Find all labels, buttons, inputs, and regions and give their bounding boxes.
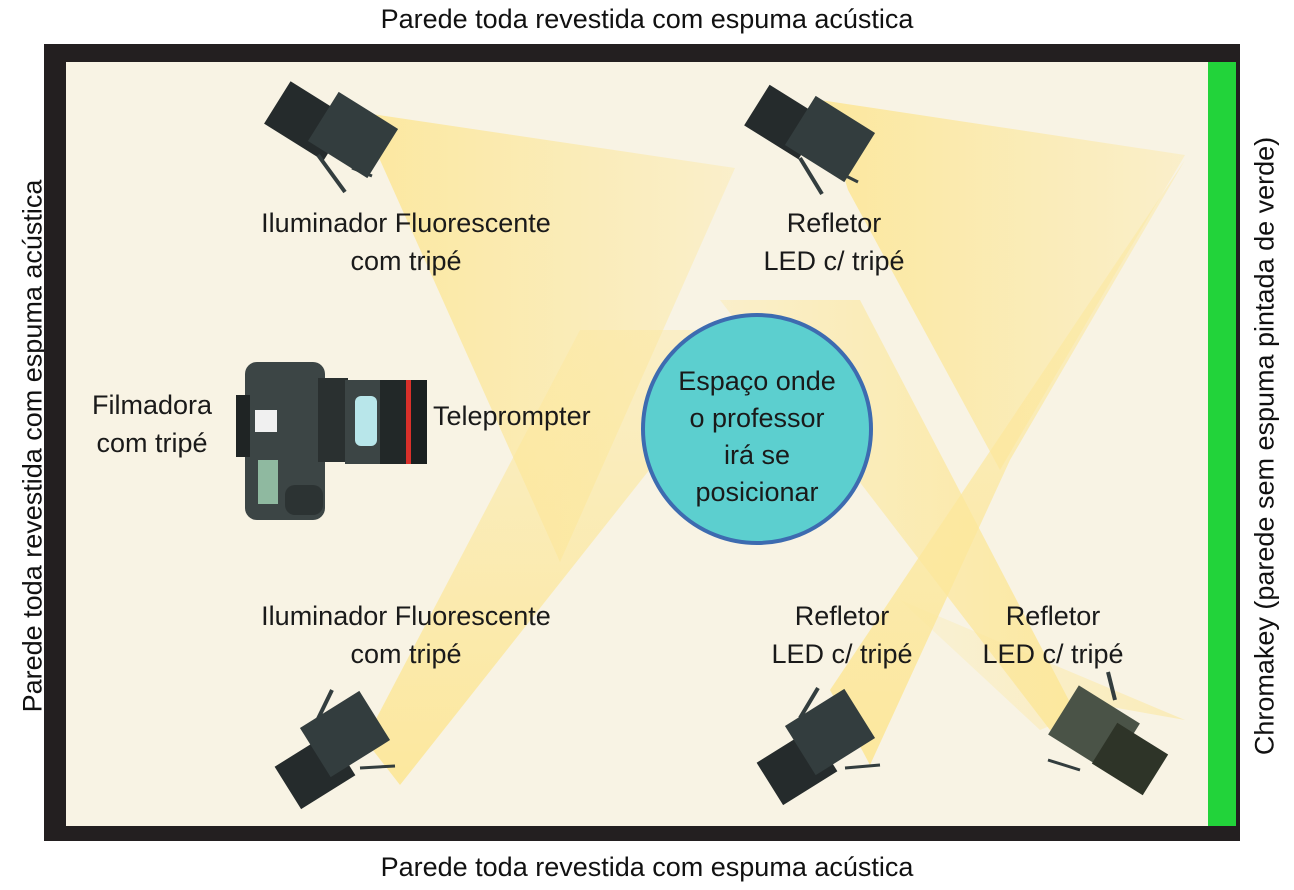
label-fluorescent-bottom-line2: com tripé (350, 639, 461, 669)
presenter-line2: o professor (689, 403, 824, 433)
label-led-bottom-center-line1: Refletor (795, 601, 890, 631)
label-camera-line1: Filmadora (92, 390, 213, 420)
led-light-bottom-right (1047, 671, 1169, 796)
label-fluorescent-bottom-line1: Iluminador Fluorescente (261, 601, 551, 631)
label-led-bottom-center-line2: LED c/ tripé (771, 639, 912, 669)
label-fluorescent-top-line2: com tripé (350, 246, 461, 276)
label-led-top-line2: LED c/ tripé (763, 246, 904, 276)
led-light-bottom-center (756, 686, 881, 806)
led-light-top (744, 84, 876, 196)
top-wall-label: Parede toda revestida com espuma acústic… (380, 4, 914, 34)
label-teleprompter: Teleprompter (433, 401, 591, 431)
bottom-wall-label: Parede toda revestida com espuma acústic… (380, 852, 914, 882)
presenter-line4: posicionar (695, 477, 818, 507)
label-led-bottom-right-line1: Refletor (1006, 601, 1101, 631)
fluorescent-light-bottom (274, 689, 396, 810)
fluorescent-light-top (264, 81, 399, 194)
presenter-line3: irá se (724, 440, 790, 470)
camera-icon (236, 362, 427, 520)
presenter-line1: Espaço onde (678, 366, 836, 396)
label-fluorescent-top-line1: Iluminador Fluorescente (261, 208, 551, 238)
chromakey-wall (1208, 62, 1236, 826)
beam-led-top (820, 100, 1185, 470)
label-camera-line2: com tripé (96, 428, 207, 458)
presenter-area (641, 313, 873, 545)
label-led-bottom-right-line2: LED c/ tripé (982, 639, 1123, 669)
label-led-top-line1: Refletor (787, 208, 882, 238)
beam-fluorescent-top (345, 110, 735, 562)
